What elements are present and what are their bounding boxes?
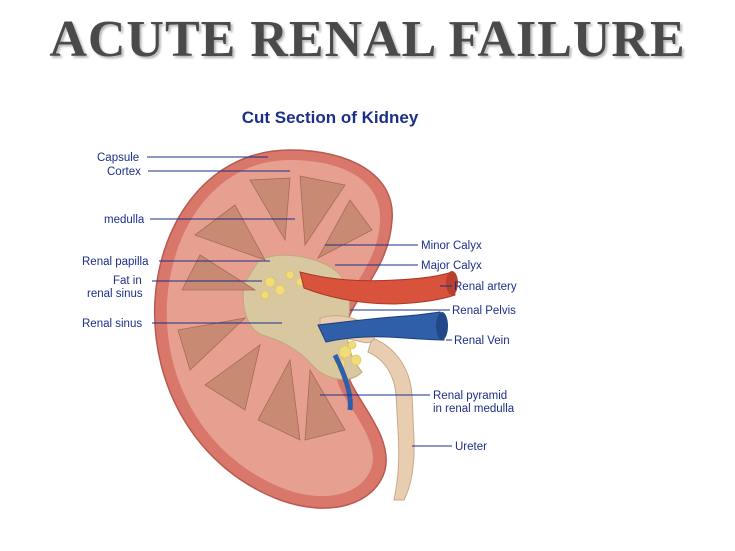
label-cortex: Cortex <box>107 166 141 178</box>
label-major-calyx: Major Calyx <box>421 260 482 272</box>
label-fat-line2: renal sinus <box>87 288 143 300</box>
label-renal-pelvis: Renal Pelvis <box>452 305 516 317</box>
label-fat-line1: Fat in <box>113 275 142 287</box>
label-renal-artery: Renal artery <box>454 281 517 293</box>
label-minor-calyx: Minor Calyx <box>421 240 482 252</box>
ureter-shape <box>367 337 415 501</box>
renal-vein-end <box>436 312 448 340</box>
label-renal-papilla: Renal papilla <box>82 256 149 268</box>
vein-branch <box>332 353 353 411</box>
label-ureter: Ureter <box>455 441 487 453</box>
label-capsule: Capsule <box>97 152 139 164</box>
label-renal-sinus: Renal sinus <box>82 318 142 330</box>
diagram-title: Cut Section of Kidney <box>241 108 419 127</box>
label-pyramid-line1: Renal pyramid <box>433 390 507 402</box>
slide-title: ACUTE RENAL FAILURE <box>49 11 686 68</box>
renal-artery-shape <box>299 271 456 305</box>
renal-artery-end <box>446 271 458 295</box>
label-renal-vein: Renal Vein <box>454 335 510 347</box>
label-pyramid-line2: in renal medulla <box>433 403 515 415</box>
leader-lines <box>147 156 452 447</box>
renal-pyramids <box>177 175 373 441</box>
label-medulla: medulla <box>104 214 145 226</box>
